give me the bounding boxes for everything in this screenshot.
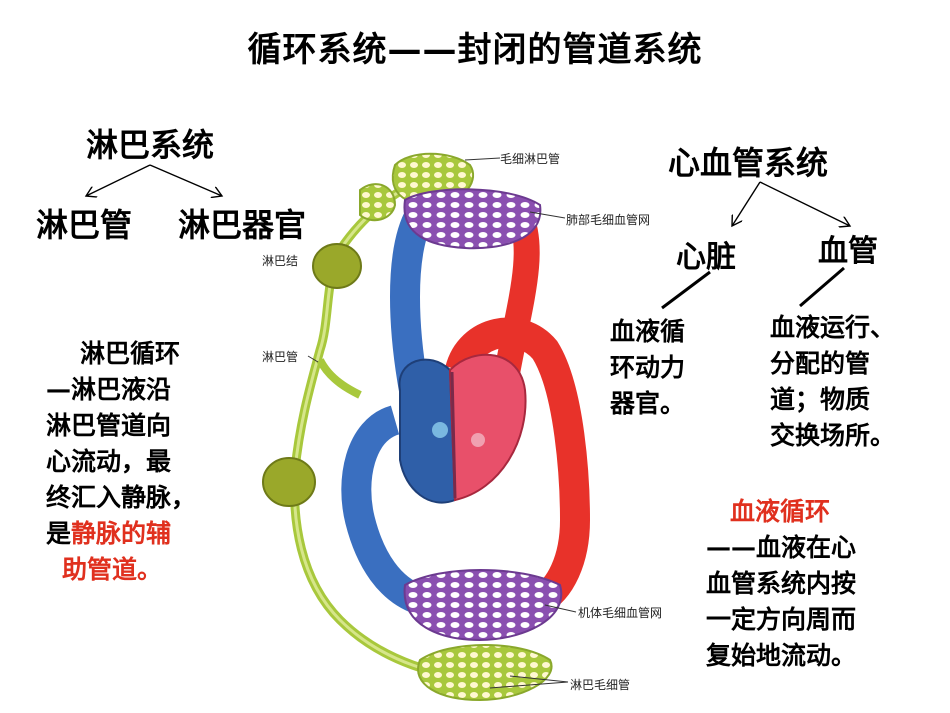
lung-capillary-net	[403, 188, 542, 250]
blood-circ-line: ——血液在心	[706, 533, 857, 562]
label-lymph-node: 淋巴结	[262, 254, 299, 268]
label-body-capillary: 机体毛细血管网	[578, 606, 663, 620]
lymph-vessel-label: 淋巴管	[36, 206, 133, 244]
lymph-para-highlight: 静脉的辅	[71, 519, 172, 548]
heart-desc-line: 环动力	[610, 353, 686, 382]
heart-description: 血液循 环动力 器官。	[610, 314, 685, 422]
blood-circ-line: 复始地流动。	[706, 641, 857, 670]
blood-circ-line: 血管系统内按	[706, 569, 857, 598]
leader-line	[509, 675, 569, 683]
vessels-desc-line	[799, 266, 845, 308]
leader-line	[464, 157, 501, 161]
systemic-vein	[341, 405, 426, 615]
lymph-para-prefix: 是	[46, 519, 72, 548]
lymph-node-icon	[312, 243, 362, 289]
vessels-label: 血管	[818, 234, 878, 269]
vessels-desc-line: 交换场所。	[770, 421, 896, 450]
heart-label: 心脏	[676, 240, 736, 275]
lymph-capillary-left	[359, 183, 397, 222]
lymph-para-highlight-2: 助管道。	[62, 555, 163, 584]
page-title: 循环系统——封闭的管道系统	[247, 30, 703, 70]
blood-circ-line: 一定方向周而	[706, 605, 857, 634]
lymph-para-line: 终汇入静脉，	[46, 483, 197, 512]
arrow-to-lymph-vessel	[86, 164, 151, 196]
blood-circulation-text: ——血液在心 血管系统内按 一定方向周而 复始地流动。	[706, 530, 856, 674]
body-capillary-net	[403, 569, 563, 642]
lymph-vessel-inner	[292, 168, 501, 682]
heart-desc-line: 血液循	[610, 317, 686, 346]
lymph-branch	[316, 358, 362, 399]
blood-circulation-title: 血液循环	[730, 497, 831, 526]
lymph-organ-label: 淋巴器官	[178, 206, 307, 244]
cardio-system-heading: 心血管系统	[668, 144, 829, 182]
heart-desc-line: 器官。	[610, 389, 686, 418]
label-lymph-vessel: 淋巴管	[262, 350, 299, 364]
heart-left-side	[448, 353, 527, 502]
leader-line	[544, 604, 577, 613]
aorta	[445, 317, 591, 614]
lymph-para-line: 淋巴管道向	[46, 411, 172, 440]
label-lymph-capillary-top: 毛细淋巴管	[500, 152, 561, 166]
lymph-para-line: —淋巴液沿	[46, 375, 172, 404]
label-lymph-capillary-bottom: 淋巴毛细管	[570, 678, 631, 692]
lymph-system-heading: 淋巴系统	[86, 126, 215, 164]
leader-line	[489, 681, 569, 689]
lymph-node-icon	[262, 457, 316, 507]
arrow-to-lymph-organ	[149, 164, 222, 196]
vessels-desc-line: 分配的管	[770, 349, 871, 378]
heart-septum	[450, 371, 457, 499]
vessels-description: 血液运行、 分配的管 道；物质 交换场所。	[770, 310, 895, 454]
lymph-para-line-last: 是静脉的辅	[46, 516, 246, 552]
lymph-capillary-bottom	[417, 644, 553, 702]
heart-valve	[471, 433, 485, 447]
leader-line	[529, 211, 566, 219]
vessels-desc-line: 道；物质	[770, 385, 871, 414]
label-lung-capillary: 肺部毛细血管网	[566, 213, 651, 227]
arrow-to-vessels	[759, 181, 850, 226]
vessels-desc-line: 血液运行、	[770, 313, 896, 342]
circulatory-illustration	[262, 152, 591, 702]
heart-valve	[432, 422, 448, 438]
lymph-circulation-text: 淋巴循环 —淋巴液沿 淋巴管道向 心流动，最 终汇入静脉， 是静脉的辅 助管道。	[46, 336, 246, 588]
lymph-para-line: 心流动，最	[46, 447, 172, 476]
leader-line	[307, 355, 319, 363]
lymph-para-line: 淋巴循环	[80, 339, 181, 368]
arrow-to-heart	[732, 181, 761, 226]
heart-desc-line	[661, 270, 711, 310]
